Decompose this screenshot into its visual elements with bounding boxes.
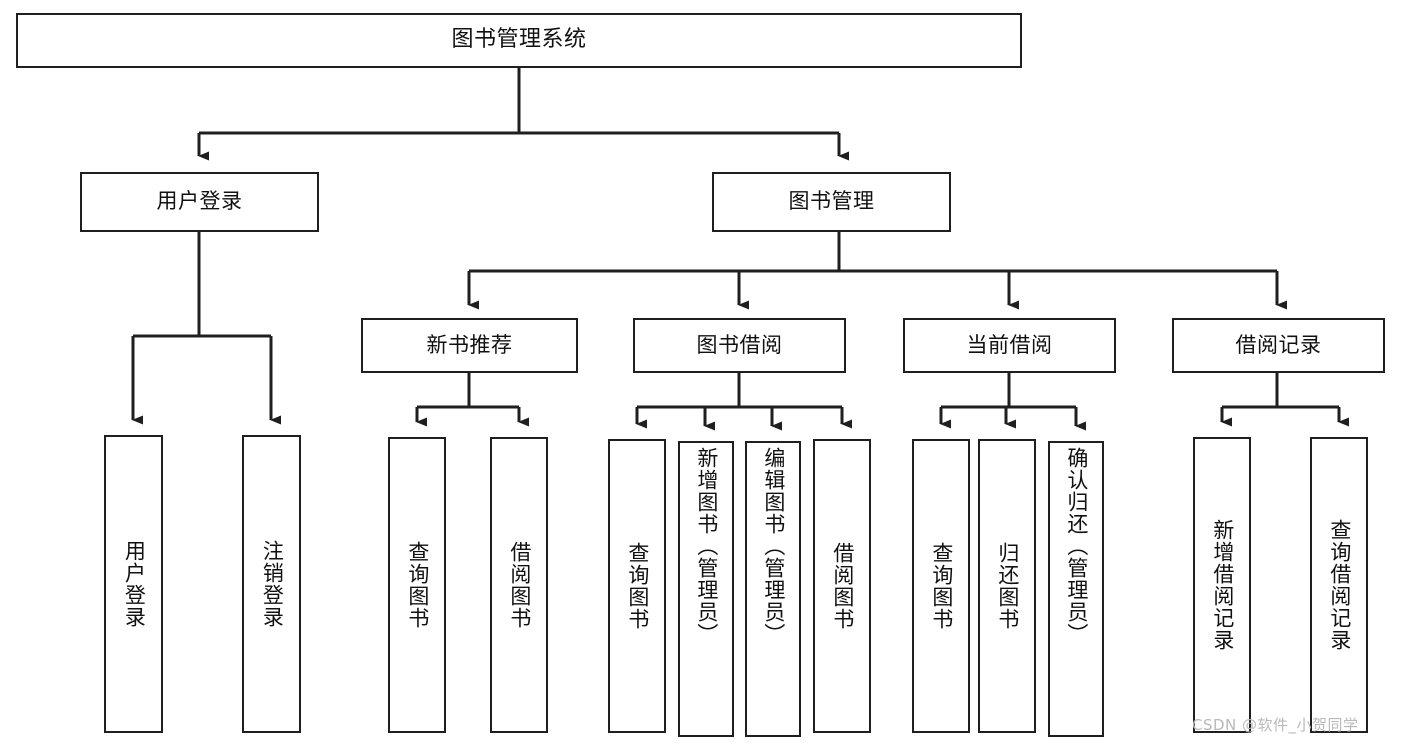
leaf-nb-borrow-book[interactable]: 借阅图书	[490, 437, 548, 733]
node-borrow-records[interactable]: 借阅记录	[1172, 318, 1385, 373]
leaf-cb-confirm-return[interactable]: 确认归还（管理员）	[1048, 441, 1104, 737]
node-book-management[interactable]: 图书管理	[712, 172, 951, 232]
leaf-cb-confirm-return-label: 确认归还（管理员）	[1064, 447, 1089, 645]
node-user-login-label: 用户登录	[156, 189, 243, 214]
node-borrow-records-label: 借阅记录	[1235, 332, 1322, 357]
leaf-cb-query-book[interactable]: 查询图书	[912, 439, 970, 733]
leaf-bb-edit-book[interactable]: 编辑图书（管理员）	[745, 441, 801, 737]
node-user-login[interactable]: 用户登录	[80, 172, 319, 232]
leaf-bb-query-book[interactable]: 查询图书	[608, 439, 666, 733]
leaf-bb-borrow-book-label: 借阅图书	[830, 542, 855, 630]
leaf-cb-query-book-label: 查询图书	[929, 542, 954, 630]
node-current-borrow-label: 当前借阅	[966, 332, 1053, 357]
node-book-management-label: 图书管理	[788, 189, 875, 214]
node-root-label: 图书管理系统	[451, 27, 587, 53]
leaf-user-login[interactable]: 用户登录	[104, 435, 163, 733]
node-book-borrow-label: 图书借阅	[696, 332, 783, 357]
leaf-nb-query-book-label: 查询图书	[405, 541, 430, 629]
leaf-user-login-label: 用户登录	[122, 540, 147, 628]
leaf-cb-return-book[interactable]: 归还图书	[978, 439, 1036, 733]
leaf-bb-query-book-label: 查询图书	[625, 542, 650, 630]
leaf-logout[interactable]: 注销登录	[242, 435, 301, 733]
leaf-br-add-record-label: 新增借阅记录	[1210, 519, 1235, 651]
leaf-bb-edit-book-label: 编辑图书（管理员）	[761, 447, 786, 645]
leaf-br-add-record[interactable]: 新增借阅记录	[1193, 437, 1251, 733]
leaf-bb-borrow-book[interactable]: 借阅图书	[813, 439, 871, 733]
node-new-book-recommend[interactable]: 新书推荐	[361, 318, 578, 373]
leaf-bb-add-book[interactable]: 新增图书（管理员）	[678, 441, 734, 737]
node-root[interactable]: 图书管理系统	[16, 13, 1022, 68]
leaf-nb-borrow-book-label: 借阅图书	[507, 541, 532, 629]
leaf-nb-query-book[interactable]: 查询图书	[388, 437, 446, 733]
leaf-br-query-record-label: 查询借阅记录	[1327, 519, 1352, 651]
node-new-book-recommend-label: 新书推荐	[426, 332, 513, 357]
node-current-borrow[interactable]: 当前借阅	[903, 318, 1116, 373]
leaf-br-query-record[interactable]: 查询借阅记录	[1310, 437, 1368, 733]
leaf-logout-label: 注销登录	[260, 540, 285, 628]
leaf-cb-return-book-label: 归还图书	[995, 542, 1020, 630]
leaf-bb-add-book-label: 新增图书（管理员）	[694, 447, 719, 645]
node-book-borrow[interactable]: 图书借阅	[633, 318, 846, 373]
